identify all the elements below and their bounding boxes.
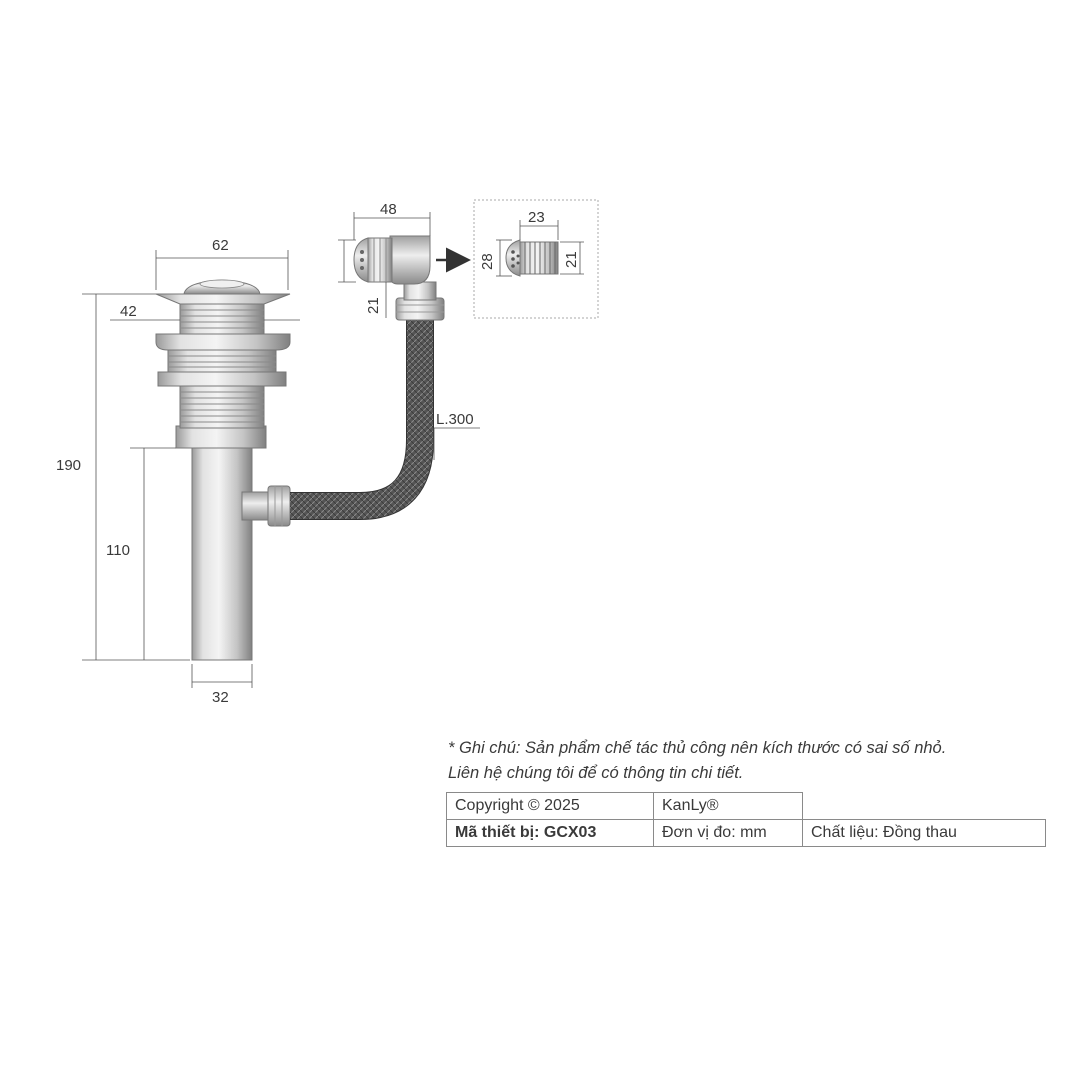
overflow-fitting [353,235,431,285]
dim-total-height: 190 [56,457,81,474]
spec-row-1: Copyright © 2025 KanLy® [446,792,1046,820]
dim-hose-length: L.300 [436,411,474,428]
note-line-1: * Ghi chú: Sản phẩm chế tác thủ công nên… [448,739,947,757]
collar [175,425,267,449]
lock-nut [157,371,287,387]
detail-box [473,199,599,319]
top-flange [155,293,291,305]
dim-detail-width: 23 [528,209,545,226]
brand-cell: KanLy® [653,792,803,820]
model-cell: Mã thiết bị: GCX03 [446,819,654,847]
flange-gasket [155,333,291,351]
material-cell: Chất liệu: Đồng thau [802,819,1046,847]
empty-cell [802,792,1046,820]
coupling-nut [241,485,291,527]
body-ribs [167,349,277,373]
tailpipe [191,445,253,661]
note-block: * Ghi chú: Sản phẩm chế tác thủ công nên… [448,736,1048,786]
note-line-2: Liên hệ chúng tôi để có thông tin chi ti… [448,764,744,782]
dim-top-width: 62 [212,237,229,254]
dimension-lines [82,212,480,688]
threaded-section [179,385,265,429]
dim-detail-height-left: 28 [479,253,496,270]
dim-overflow-height: 21 [365,297,382,314]
cap-knob [199,279,245,289]
dim-tube-height: 110 [106,542,130,559]
dim-overflow-width: 48 [380,201,397,218]
drain-body [155,279,291,661]
copyright-cell: Copyright © 2025 [446,792,654,820]
dim-detail-height-right: 21 [563,251,580,268]
spec-table: Copyright © 2025 KanLy® Mã thiết bị: GCX… [446,792,1046,847]
detail-insert [505,239,559,277]
dim-inner-width: 42 [120,303,137,320]
spec-row-2: Mã thiết bị: GCX03 Đơn vị đo: mm Chất li… [446,819,1046,847]
hose-top-nut [395,281,445,321]
dim-tube-width: 32 [212,689,229,706]
unit-cell: Đơn vị đo: mm [653,819,803,847]
upper-ribs [179,303,265,335]
